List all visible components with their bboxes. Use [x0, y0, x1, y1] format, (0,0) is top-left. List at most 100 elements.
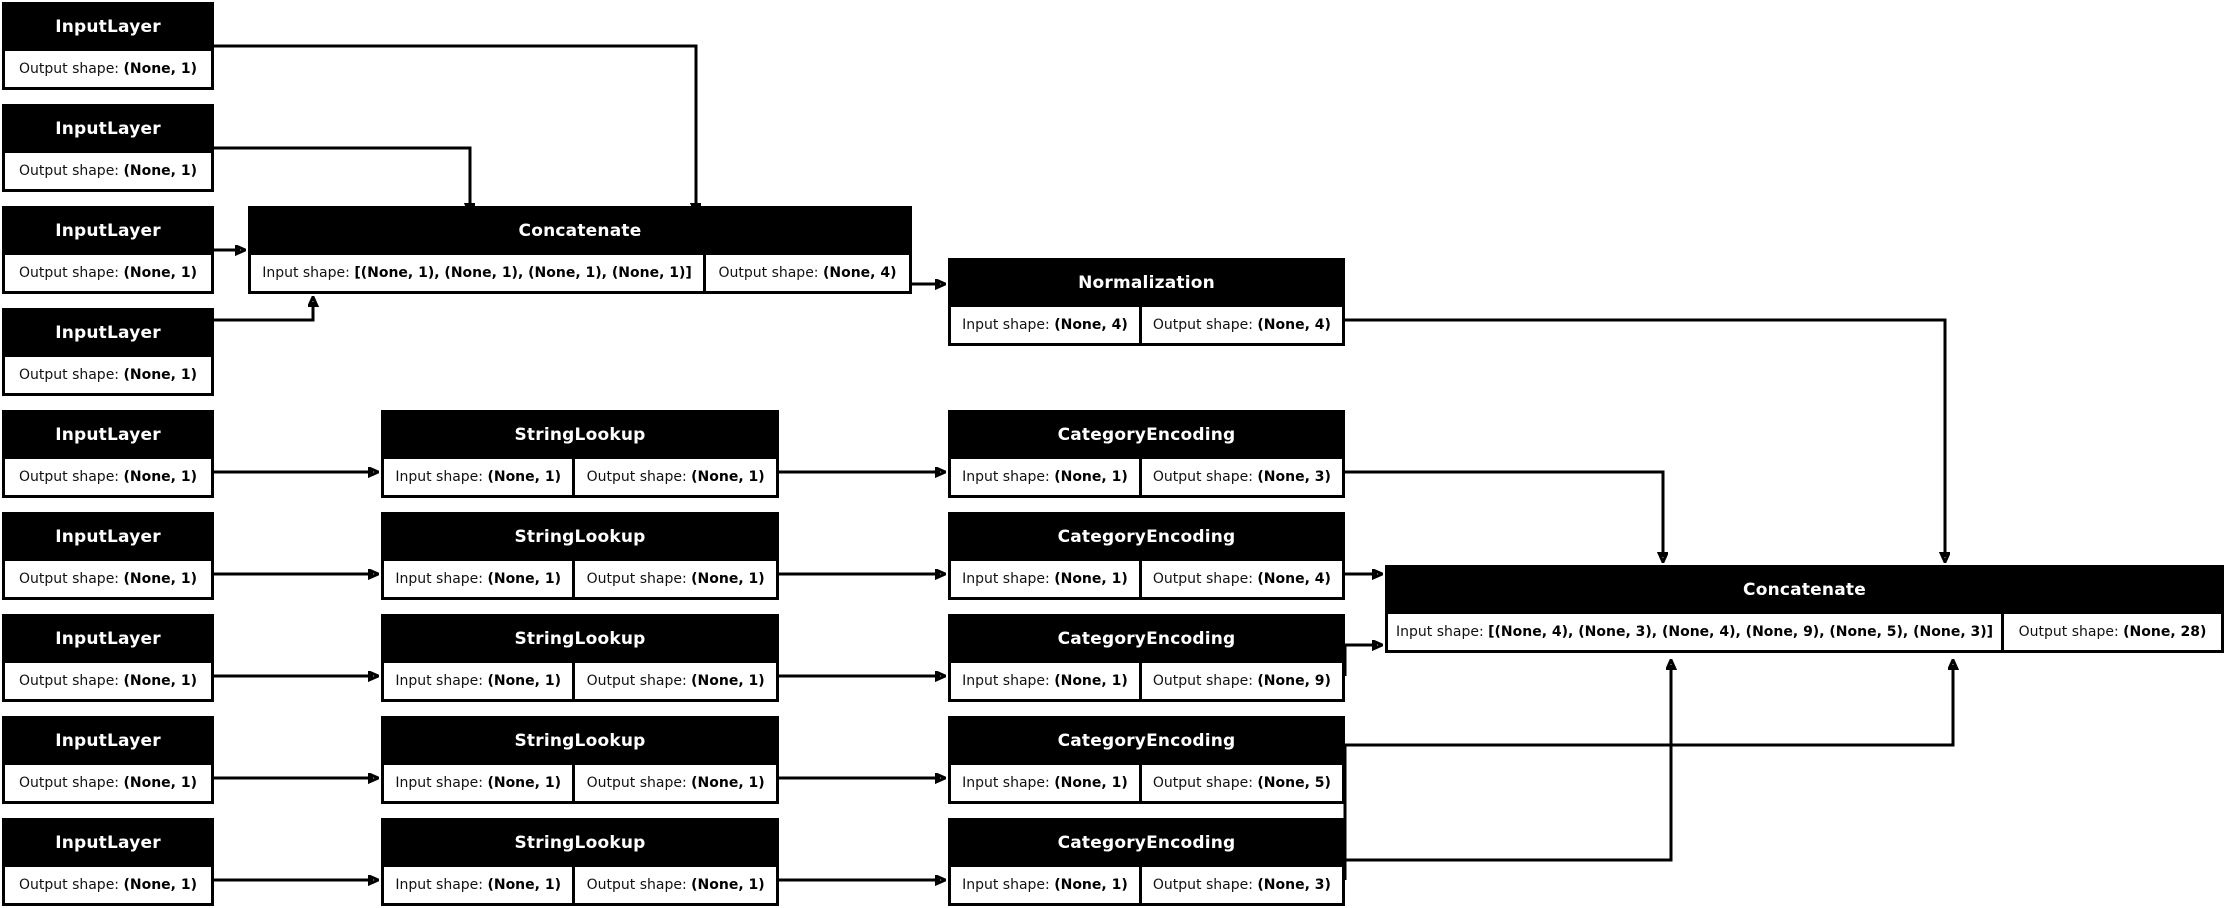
input-layer-1-shapes: Output shape: (None, 1)	[5, 48, 211, 87]
category-encoding-4-input-shape: Input shape: (None, 1)	[951, 765, 1139, 801]
concatenate-final[interactable]: Concatenate Input shape: [(None, 4), (No…	[1385, 565, 2224, 653]
input-shape-value: (None, 1)	[487, 673, 561, 689]
concatenate-final-input-shape: Input shape: [(None, 4), (None, 3), (Non…	[1388, 614, 2002, 650]
output-shape-value: (None, 1)	[123, 571, 198, 587]
output-shape-label: Output shape:	[586, 877, 687, 893]
output-shape-value: (None, 1)	[691, 877, 765, 893]
input-shape-value: (None, 1)	[487, 469, 561, 485]
input-layer-3[interactable]: InputLayer Output shape: (None, 1)	[2, 206, 214, 294]
concatenate-numeric-output-shape: Output shape: (None, 4)	[703, 255, 909, 291]
output-shape-value: (None, 1)	[123, 673, 198, 689]
input-shape-label: Input shape:	[395, 469, 483, 485]
output-shape-value: (None, 4)	[1257, 317, 1331, 333]
output-shape-value: (None, 3)	[1257, 469, 1331, 485]
input-shape-value: [(None, 1), (None, 1), (None, 1), (None,…	[354, 265, 692, 281]
input-shape-value: (None, 1)	[487, 775, 561, 791]
output-shape-label: Output shape:	[18, 877, 120, 893]
string-lookup-2-shapes: Input shape: (None, 1) Output shape: (No…	[384, 558, 776, 597]
output-shape-value: (None, 4)	[1257, 571, 1331, 587]
category-encoding-2-input-shape: Input shape: (None, 1)	[951, 561, 1139, 597]
input-layer-1[interactable]: InputLayer Output shape: (None, 1)	[2, 2, 214, 90]
input-shape-label: Input shape:	[395, 571, 483, 587]
category-encoding-1[interactable]: CategoryEncoding Input shape: (None, 1) …	[948, 410, 1345, 498]
input-layer-6-shapes: Output shape: (None, 1)	[5, 558, 211, 597]
input-layer-2-output-shape: Output shape: (None, 1)	[5, 153, 211, 189]
input-layer-5-output-shape: Output shape: (None, 1)	[5, 459, 211, 495]
input-layer-5[interactable]: InputLayer Output shape: (None, 1)	[2, 410, 214, 498]
output-shape-label: Output shape:	[2018, 624, 2119, 640]
input-layer-2[interactable]: InputLayer Output shape: (None, 1)	[2, 104, 214, 192]
input-shape-value: (None, 1)	[487, 877, 561, 893]
edge-encode4-finalconcat	[1345, 665, 1671, 862]
normalization-shapes: Input shape: (None, 4) Output shape: (No…	[951, 304, 1342, 343]
string-lookup-2-input-shape: Input shape: (None, 1)	[384, 561, 573, 597]
concatenate-numeric-shapes: Input shape: [(None, 1), (None, 1), (Non…	[251, 252, 909, 291]
input-layer-4-output-shape: Output shape: (None, 1)	[5, 357, 211, 393]
input-layer-8[interactable]: InputLayer Output shape: (None, 1)	[2, 716, 214, 804]
output-shape-value: (None, 9)	[1257, 673, 1331, 689]
output-shape-value: (None, 4)	[822, 265, 897, 281]
edge-input4-concat1	[214, 302, 313, 322]
output-shape-label: Output shape:	[18, 61, 120, 77]
category-encoding-4[interactable]: CategoryEncoding Input shape: (None, 1) …	[948, 716, 1345, 804]
concatenate-final-shapes: Input shape: [(None, 4), (None, 3), (Non…	[1388, 611, 2221, 650]
category-encoding-5-type: CategoryEncoding	[951, 821, 1342, 864]
normalization-layer[interactable]: Normalization Input shape: (None, 4) Out…	[948, 258, 1345, 346]
input-layer-7[interactable]: InputLayer Output shape: (None, 1)	[2, 614, 214, 702]
input-shape-value: (None, 1)	[1054, 571, 1128, 587]
category-encoding-1-input-shape: Input shape: (None, 1)	[951, 459, 1139, 495]
string-lookup-5-type: StringLookup	[384, 821, 776, 864]
input-layer-5-type: InputLayer	[5, 413, 211, 456]
input-layer-9[interactable]: InputLayer Output shape: (None, 1)	[2, 818, 214, 906]
string-lookup-5-output-shape: Output shape: (None, 1)	[572, 867, 776, 903]
category-encoding-2[interactable]: CategoryEncoding Input shape: (None, 1) …	[948, 512, 1345, 600]
output-shape-label: Output shape:	[18, 469, 120, 485]
input-shape-label: Input shape:	[962, 877, 1050, 893]
input-shape-label: Input shape:	[962, 571, 1050, 587]
category-encoding-1-output-shape: Output shape: (None, 3)	[1138, 459, 1342, 495]
input-layer-6[interactable]: InputLayer Output shape: (None, 1)	[2, 512, 214, 600]
input-shape-label: Input shape:	[1396, 624, 1484, 640]
input-layer-4-type: InputLayer	[5, 311, 211, 354]
normalization-input-shape: Input shape: (None, 4)	[951, 307, 1139, 343]
category-encoding-3-type: CategoryEncoding	[951, 617, 1342, 660]
edge-input2-concat1	[214, 146, 470, 208]
category-encoding-5-input-shape: Input shape: (None, 1)	[951, 867, 1139, 903]
output-shape-label: Output shape:	[1152, 469, 1253, 485]
concatenate-final-output-shape: Output shape: (None, 28)	[2001, 614, 2221, 650]
edge-input1-concat1	[214, 44, 696, 208]
input-layer-2-type: InputLayer	[5, 107, 211, 150]
input-shape-value: (None, 1)	[1054, 673, 1128, 689]
category-encoding-5-output-shape: Output shape: (None, 3)	[1138, 867, 1342, 903]
output-shape-value: (None, 1)	[691, 775, 765, 791]
category-encoding-3[interactable]: CategoryEncoding Input shape: (None, 1) …	[948, 614, 1345, 702]
category-encoding-1-shapes: Input shape: (None, 1) Output shape: (No…	[951, 456, 1342, 495]
input-shape-label: Input shape:	[962, 469, 1050, 485]
category-encoding-2-output-shape: Output shape: (None, 4)	[1138, 561, 1342, 597]
string-lookup-5[interactable]: StringLookup Input shape: (None, 1) Outp…	[381, 818, 779, 906]
output-shape-value: (None, 1)	[123, 265, 198, 281]
string-lookup-4[interactable]: StringLookup Input shape: (None, 1) Outp…	[381, 716, 779, 804]
string-lookup-1-shapes: Input shape: (None, 1) Output shape: (No…	[384, 456, 776, 495]
input-shape-label: Input shape:	[395, 673, 483, 689]
category-encoding-4-shapes: Input shape: (None, 1) Output shape: (No…	[951, 762, 1342, 801]
output-shape-label: Output shape:	[586, 775, 687, 791]
input-layer-4[interactable]: InputLayer Output shape: (None, 1)	[2, 308, 214, 396]
string-lookup-3[interactable]: StringLookup Input shape: (None, 1) Outp…	[381, 614, 779, 702]
output-shape-label: Output shape:	[1152, 317, 1253, 333]
string-lookup-4-output-shape: Output shape: (None, 1)	[572, 765, 776, 801]
string-lookup-2-type: StringLookup	[384, 515, 776, 558]
concatenate-numeric[interactable]: Concatenate Input shape: [(None, 1), (No…	[248, 206, 912, 294]
output-shape-value: (None, 28)	[2123, 624, 2207, 640]
category-encoding-5[interactable]: CategoryEncoding Input shape: (None, 1) …	[948, 818, 1345, 906]
category-encoding-3-input-shape: Input shape: (None, 1)	[951, 663, 1139, 699]
string-lookup-2-output-shape: Output shape: (None, 1)	[572, 561, 776, 597]
input-shape-value: (None, 1)	[1054, 877, 1128, 893]
input-layer-9-output-shape: Output shape: (None, 1)	[5, 867, 211, 903]
input-shape-label: Input shape:	[962, 317, 1050, 333]
string-lookup-2[interactable]: StringLookup Input shape: (None, 1) Outp…	[381, 512, 779, 600]
category-encoding-4-output-shape: Output shape: (None, 5)	[1138, 765, 1342, 801]
string-lookup-1[interactable]: StringLookup Input shape: (None, 1) Outp…	[381, 410, 779, 498]
output-shape-label: Output shape:	[18, 367, 120, 383]
